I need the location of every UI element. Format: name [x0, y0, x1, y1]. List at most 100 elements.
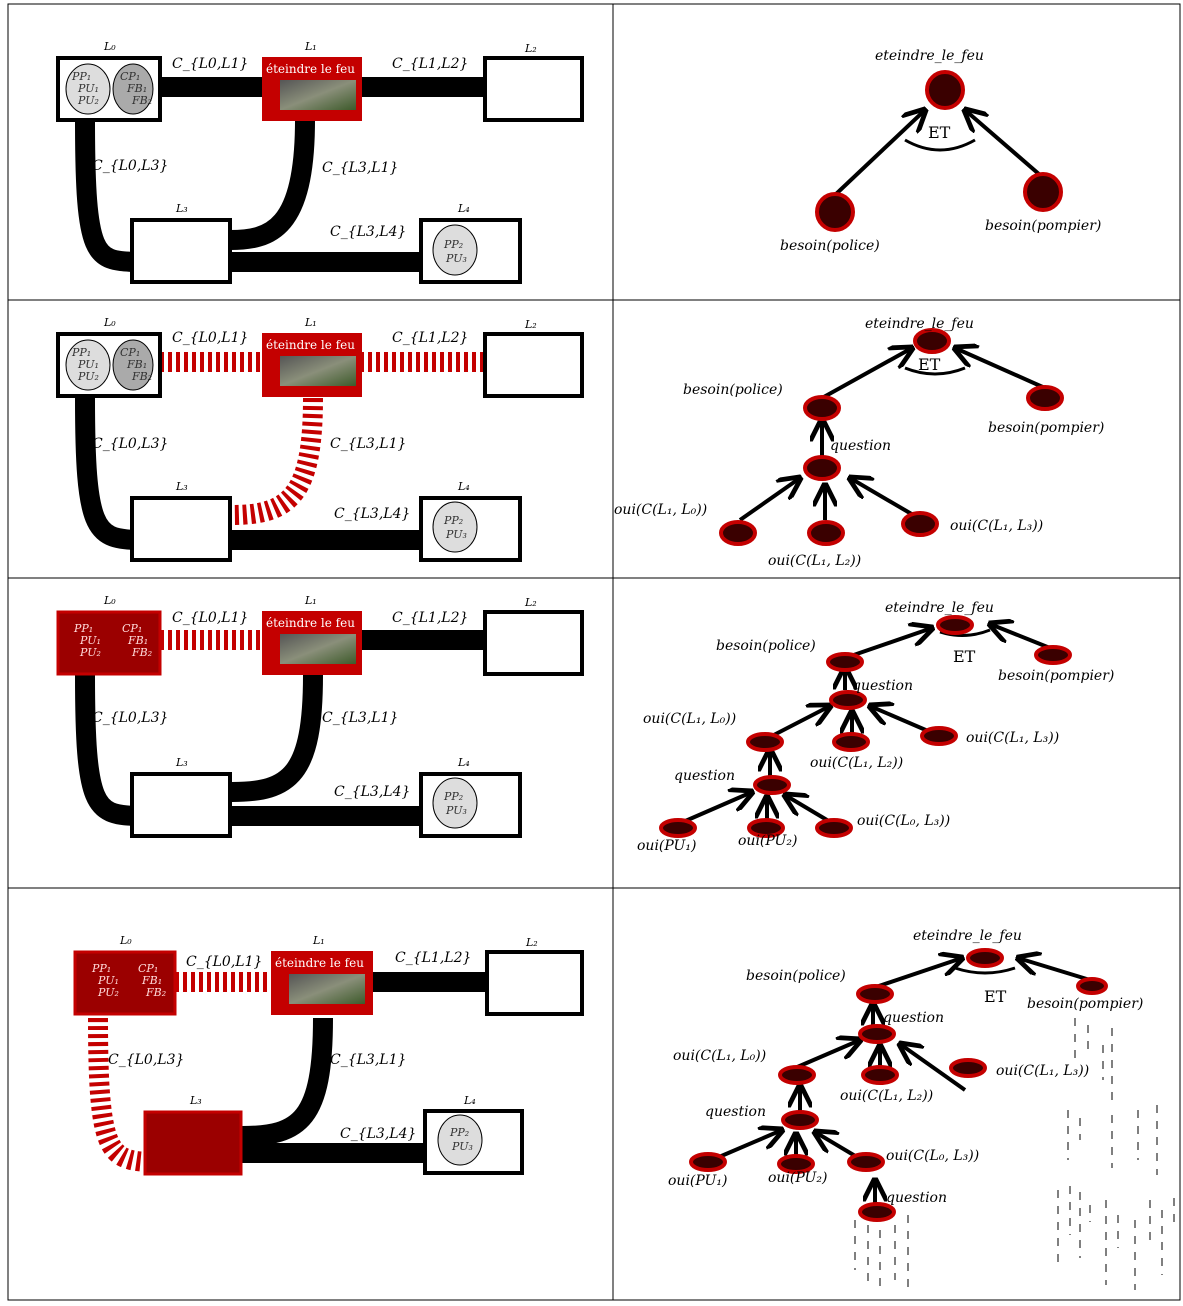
room-label-l0: L₀: [103, 40, 116, 53]
corridor-label-c34: C_{L3,L4}: [334, 784, 410, 800]
map-panel-2: [56, 332, 584, 562]
corridor-label-c12: C_{L1,L2}: [395, 950, 471, 966]
resource-pu1: PU₁: [97, 974, 119, 987]
map-panel-3: [56, 610, 584, 838]
tree4-question-3: question: [886, 1190, 947, 1206]
room-label-l1: L₁: [304, 40, 317, 53]
resource-cp1: CP₁: [138, 962, 158, 975]
resource-pp1: PP₁: [71, 70, 91, 83]
tree2-police: besoin(police): [683, 382, 783, 398]
room-label-l2: L₂: [525, 936, 538, 949]
fire-room-label: éteindre le feu: [266, 338, 355, 352]
resource-pp2: PP₂: [443, 238, 463, 251]
resource-pp2: PP₂: [443, 790, 463, 803]
resource-pu2: PU₂: [77, 370, 99, 383]
corridor-label-c03: C_{L0,L3}: [92, 710, 168, 726]
corridor-label-c31: C_{L3,L1}: [330, 1052, 406, 1068]
room-label-l4: L₄: [457, 480, 470, 493]
tree3-question-2: question: [674, 768, 735, 784]
room-label-l1: L₁: [304, 316, 317, 329]
room-label-l3: L₃: [175, 202, 188, 215]
tree3-oui-l1l2: oui(C(L₁, L₂)): [810, 755, 903, 771]
corridor-label-c01: C_{L0,L1}: [172, 610, 248, 626]
table-grid: [7, 3, 1181, 1301]
tree2-question: question: [830, 438, 891, 454]
corridor-label-c12: C_{L1,L2}: [392, 330, 468, 346]
tree-panel-4: [689, 948, 1175, 1292]
tree4-goal: eteindre_le_feu: [913, 928, 1022, 944]
tree1-police: besoin(police): [780, 238, 880, 254]
room-label-l3: L₃: [189, 1094, 202, 1107]
resource-fb2: FB₂: [131, 370, 152, 383]
room-label-l2: L₂: [524, 318, 537, 331]
corridor-label-c12: C_{L1,L2}: [392, 610, 468, 626]
room-label-l0: L₀: [103, 594, 116, 607]
resource-fb2: FB₂: [131, 94, 152, 107]
tree3-goal: eteindre_le_feu: [885, 600, 994, 616]
resource-fb1: FB₁: [127, 634, 148, 647]
map-panel-1: [56, 56, 584, 284]
tree4-police: besoin(police): [746, 968, 846, 984]
resource-pu1: PU₁: [77, 82, 99, 95]
resource-pu1: PU₁: [77, 358, 99, 371]
corridor-label-c01: C_{L0,L1}: [186, 954, 262, 970]
tree-panel-3: [659, 615, 1072, 838]
tree3-oui-pu1: oui(PU₁): [637, 838, 696, 854]
tree2-oui-l1l0: oui(C(L₁, L₀)): [614, 502, 707, 518]
resource-pu3: PU₃: [445, 528, 467, 541]
resource-pu3: PU₃: [445, 252, 467, 265]
corridor-label-c03: C_{L0,L3}: [108, 1052, 184, 1068]
resource-pp2: PP₂: [443, 514, 463, 527]
fire-room-label: éteindre le feu: [266, 616, 355, 630]
resource-pp1: PP₁: [71, 346, 91, 359]
tree4-oui-l1l3: oui(C(L₁, L₃)): [996, 1063, 1089, 1079]
resource-pu3: PU₃: [451, 1140, 473, 1153]
tree4-oui-l0l3: oui(C(L₀, L₃)): [886, 1148, 979, 1164]
resource-pu1: PU₁: [79, 634, 101, 647]
room-label-l2: L₂: [524, 42, 537, 55]
tree4-pompier: besoin(pompier): [1027, 996, 1143, 1012]
corridor-label-c34: C_{L3,L4}: [334, 506, 410, 522]
resource-cp1: CP₁: [120, 346, 140, 359]
map-panel-4: [73, 950, 584, 1176]
tree3-oui-l0l3: oui(C(L₀, L₃)): [857, 813, 950, 829]
tree3-oui-l1l3: oui(C(L₁, L₃)): [966, 730, 1059, 746]
tree4-question-1: question: [883, 1010, 944, 1026]
fire-room-label: éteindre le feu: [266, 62, 355, 76]
tree4-oui-pu1: oui(PU₁): [668, 1173, 727, 1189]
tree4-question-2: question: [705, 1104, 766, 1120]
tree2-pompier: besoin(pompier): [988, 420, 1104, 436]
room-label-l4: L₄: [457, 202, 470, 215]
corridor-label-c03: C_{L0,L3}: [92, 436, 168, 452]
corridor-label-c12: C_{L1,L2}: [392, 56, 468, 72]
room-label-l0: L₀: [103, 316, 116, 329]
resource-cp1: CP₁: [120, 70, 140, 83]
resource-pp1: PP₁: [73, 622, 93, 635]
tree2-oui-l1l2: oui(C(L₁, L₂)): [768, 553, 861, 569]
tree4-oui-l1l2: oui(C(L₁, L₂)): [840, 1088, 933, 1104]
tree4-oui-l1l0: oui(C(L₁, L₀)): [673, 1048, 766, 1064]
resource-pu2: PU₂: [97, 986, 119, 999]
tree3-and: ET: [953, 647, 976, 666]
resource-cp1: CP₁: [122, 622, 142, 635]
resource-pp2: PP₂: [449, 1126, 469, 1139]
resource-pp1: PP₁: [91, 962, 111, 975]
tree1-goal: eteindre_le_feu: [875, 48, 984, 64]
tree2-and: ET: [918, 355, 941, 374]
resource-fb2: FB₂: [131, 646, 152, 659]
corridor-label-c34: C_{L3,L4}: [340, 1126, 416, 1142]
resource-pu3: PU₃: [445, 804, 467, 817]
room-label-l4: L₄: [463, 1094, 476, 1107]
room-label-l3: L₃: [175, 480, 188, 493]
tree3-oui-l1l0: oui(C(L₁, L₀)): [643, 711, 736, 727]
tree1-and: ET: [928, 123, 951, 142]
room-label-l2: L₂: [524, 596, 537, 609]
tree3-police: besoin(police): [716, 638, 816, 654]
tree-panel-2: [719, 328, 1064, 546]
tree-panel-1: [815, 70, 1063, 232]
room-label-l4: L₄: [457, 756, 470, 769]
tree3-pompier: besoin(pompier): [998, 668, 1114, 684]
resource-pu2: PU₂: [79, 646, 101, 659]
tree4-and: ET: [984, 987, 1007, 1006]
room-label-l0: L₀: [119, 934, 132, 947]
